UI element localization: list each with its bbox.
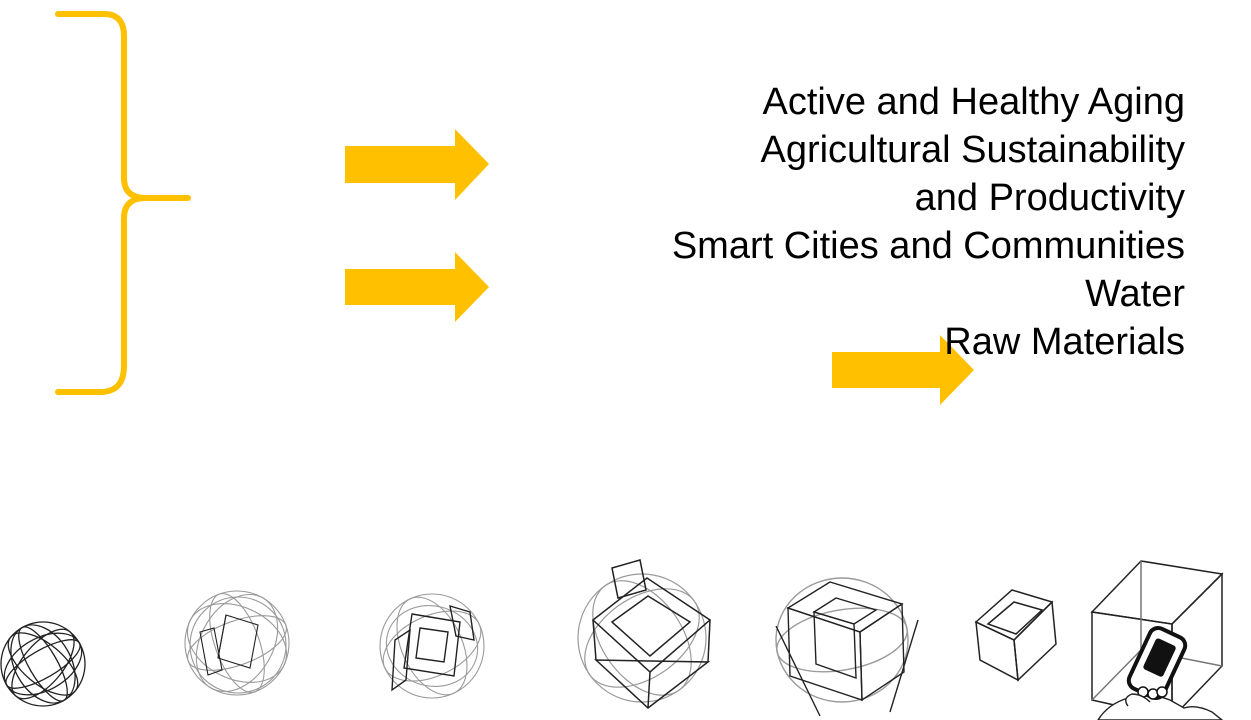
topic-raw-materials: Raw Materials (944, 321, 1185, 363)
hand-holding-phone-icon (1097, 626, 1224, 720)
sphere-to-cube-morph-icon (379, 593, 485, 699)
topic-water: Water (1085, 273, 1185, 315)
topic-smart-cities: Smart Cities and Communities (671, 225, 1185, 267)
sphere-to-cube-morph-icon (577, 559, 712, 709)
wireframe-cube-icon (974, 589, 1057, 682)
sphere-to-cube-morph-icon (184, 590, 290, 696)
topic-active-healthy-aging: Active and Healthy Aging (762, 81, 1186, 123)
wireframe-sphere-icon (0, 621, 86, 707)
arrow-right-icon (832, 335, 974, 405)
sphere-to-cube-morph-icon (775, 577, 919, 717)
topic-agricultural-sustainability: Agricultural Sustainability and Producti… (760, 129, 1185, 219)
arrow-right-icon (345, 129, 489, 200)
arrow-right-icon (345, 252, 489, 322)
curly-brace-icon (55, 11, 191, 395)
topic-list: Active and Healthy Aging Agricultural Su… (465, 78, 1185, 366)
